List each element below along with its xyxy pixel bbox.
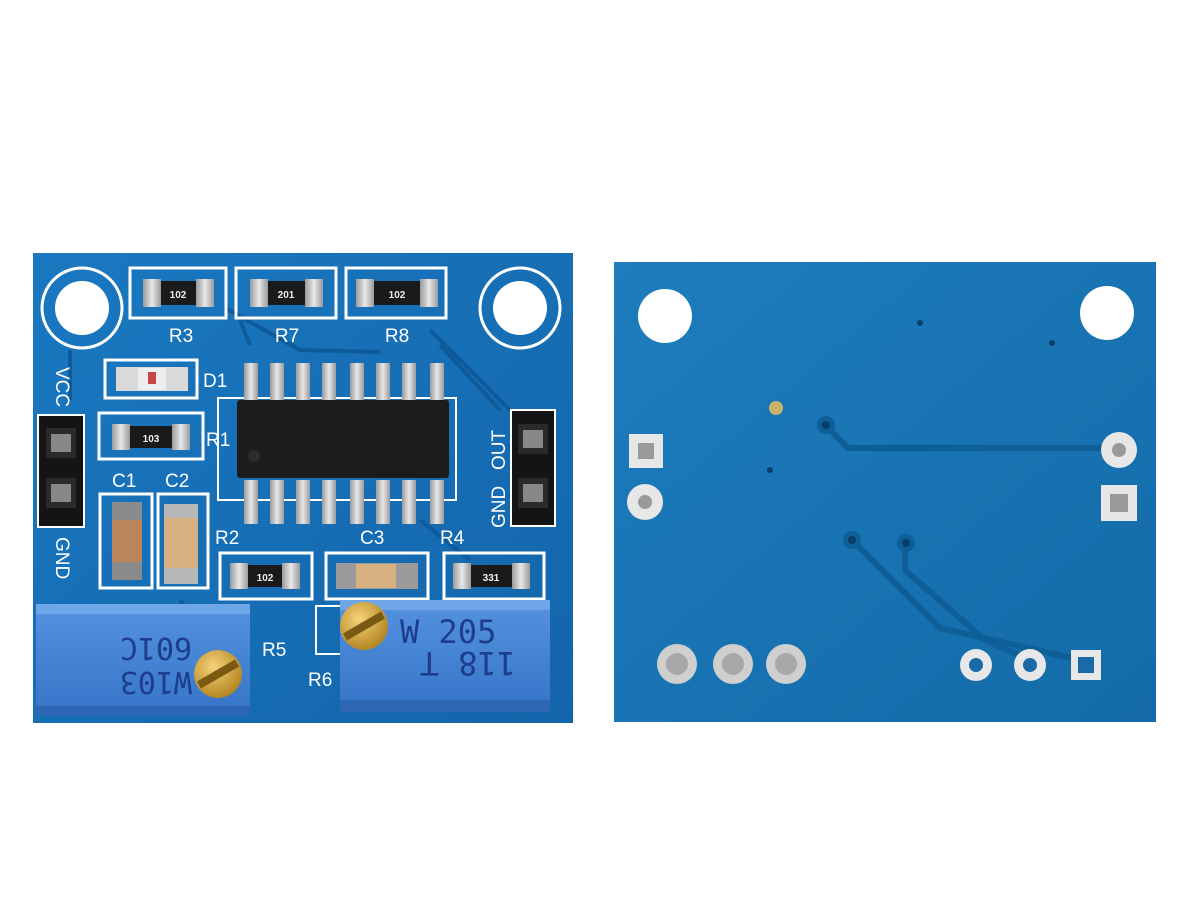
r7-code: 201	[278, 290, 295, 301]
vcc-label: VCC	[51, 367, 72, 407]
round-pad-icon	[627, 432, 1137, 681]
header-left[interactable]	[37, 414, 85, 528]
back-pcb	[614, 262, 1156, 722]
r6-label: R6	[308, 670, 332, 691]
r8-label: R8	[385, 326, 409, 347]
r2-code: 102	[257, 573, 274, 584]
resistor-r1: 103	[97, 411, 205, 461]
potentiometer-left[interactable]: 601C W103	[36, 604, 250, 716]
pot-right-line2: 118 T	[420, 644, 516, 682]
potentiometer-right[interactable]: W 205 118 T	[340, 600, 550, 712]
ic-chip	[217, 363, 457, 524]
resistor-r4: 331	[442, 551, 546, 601]
pot-right-line1: W 205	[400, 613, 496, 651]
solder-joint-icon	[657, 644, 806, 684]
r5-label: R5	[262, 640, 286, 661]
back-hole-left	[638, 289, 692, 343]
capacitor-c2	[156, 492, 210, 590]
back-hole-right	[1080, 286, 1134, 340]
via-icon	[767, 320, 1055, 552]
capacitor-c1	[98, 492, 154, 590]
gnd-right-label: GND	[489, 486, 510, 528]
r2-label: R2	[215, 528, 239, 549]
r4-code: 331	[483, 573, 500, 584]
back-traces	[822, 422, 1118, 663]
back-board	[614, 262, 1156, 722]
d1-label: D1	[203, 371, 227, 392]
led-d1	[103, 358, 199, 400]
r7-label: R7	[275, 326, 299, 347]
pot-left-line1: 601C	[120, 630, 192, 665]
trim-screw-right-icon[interactable]	[340, 602, 388, 650]
out-label: OUT	[489, 430, 510, 471]
r4-label: R4	[440, 528, 465, 549]
square-pad-icon	[629, 434, 1137, 680]
resistor-r8: 102	[344, 266, 448, 320]
pot-left-line2: W103	[120, 664, 192, 699]
mounting-hole-right	[478, 266, 562, 350]
capacitor-c3	[324, 551, 430, 601]
c3-label: C3	[360, 528, 384, 549]
r8-code: 102	[389, 290, 406, 301]
c1-label: C1	[112, 471, 136, 492]
gnd-left-label: GND	[51, 537, 72, 579]
resistor-r3: 102	[128, 266, 228, 320]
c2-label: C2	[165, 471, 189, 492]
r1-code: 103	[143, 434, 160, 445]
mounting-hole-left	[40, 266, 124, 350]
trim-screw-left-icon[interactable]	[194, 650, 242, 698]
front-board: 102 R3 201 R7 102 R8 D1	[33, 253, 573, 723]
header-right[interactable]	[510, 409, 556, 527]
r3-code: 102	[170, 290, 187, 301]
resistor-r2: 102	[218, 551, 314, 601]
resistor-r7: 201	[234, 266, 338, 320]
r3-label: R3	[169, 326, 193, 347]
